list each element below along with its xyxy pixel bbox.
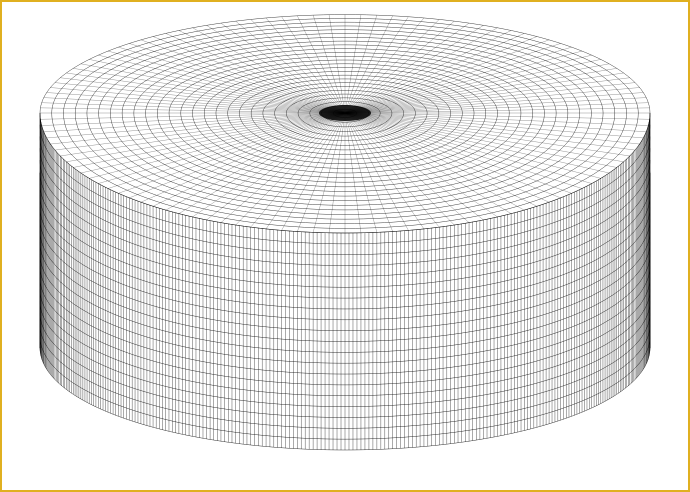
top-concentric-ring	[51, 18, 639, 229]
top-concentric-ring	[39, 14, 651, 234]
top-concentric-ring	[157, 52, 533, 188]
top-concentric-ring	[309, 101, 381, 128]
side-horizontal-ring	[39, 148, 651, 266]
side-horizontal-ring	[39, 312, 651, 418]
side-horizontal-ring	[39, 242, 651, 353]
top-concentric-ring	[168, 55, 522, 183]
side-horizontal-ring	[39, 171, 651, 288]
top-concentric-ring	[110, 37, 580, 206]
top-concentric-ring	[239, 78, 451, 155]
top-concentric-ring	[203, 67, 487, 169]
side-horizontal-ring	[39, 277, 651, 386]
side-horizontal-ring	[39, 347, 651, 451]
side-horizontal-ring	[39, 124, 651, 245]
side-horizontal-ring	[39, 195, 651, 310]
side-horizontal-ring	[39, 265, 651, 375]
top-concentric-ring	[262, 86, 428, 146]
top-concentric-ring	[133, 44, 557, 197]
apex-dense-center	[319, 105, 371, 121]
top-concentric-ring	[250, 82, 440, 151]
top-concentric-ring	[180, 59, 510, 178]
top-concentric-ring	[227, 74, 463, 160]
side-horizontal-ring	[39, 159, 651, 277]
top-concentric-ring	[98, 33, 592, 211]
top-concentric-ring	[74, 25, 616, 220]
side-horizontal-ring	[39, 324, 651, 429]
side-horizontal-ring	[39, 183, 651, 299]
top-concentric-ring	[192, 63, 498, 174]
top-concentric-ring	[297, 97, 393, 132]
top-concentric-rings	[39, 14, 651, 234]
side-horizontal-ring	[39, 136, 651, 255]
top-concentric-ring	[86, 29, 604, 215]
top-concentric-ring	[145, 48, 545, 192]
top-concentric-ring	[215, 71, 475, 165]
side-horizontal-ring	[39, 218, 651, 331]
top-concentric-ring	[286, 93, 404, 137]
side-horizontal-ring	[39, 253, 651, 364]
side-horizontal-ring	[39, 206, 651, 321]
top-concentric-ring	[63, 21, 627, 225]
top-concentric-ring	[274, 90, 416, 141]
side-horizontal-ring	[39, 300, 651, 407]
side-horizontal-ring	[39, 336, 651, 440]
side-horizontal-ring	[39, 230, 651, 342]
top-concentric-ring	[121, 40, 569, 201]
side-horizontal-ring	[39, 289, 651, 397]
